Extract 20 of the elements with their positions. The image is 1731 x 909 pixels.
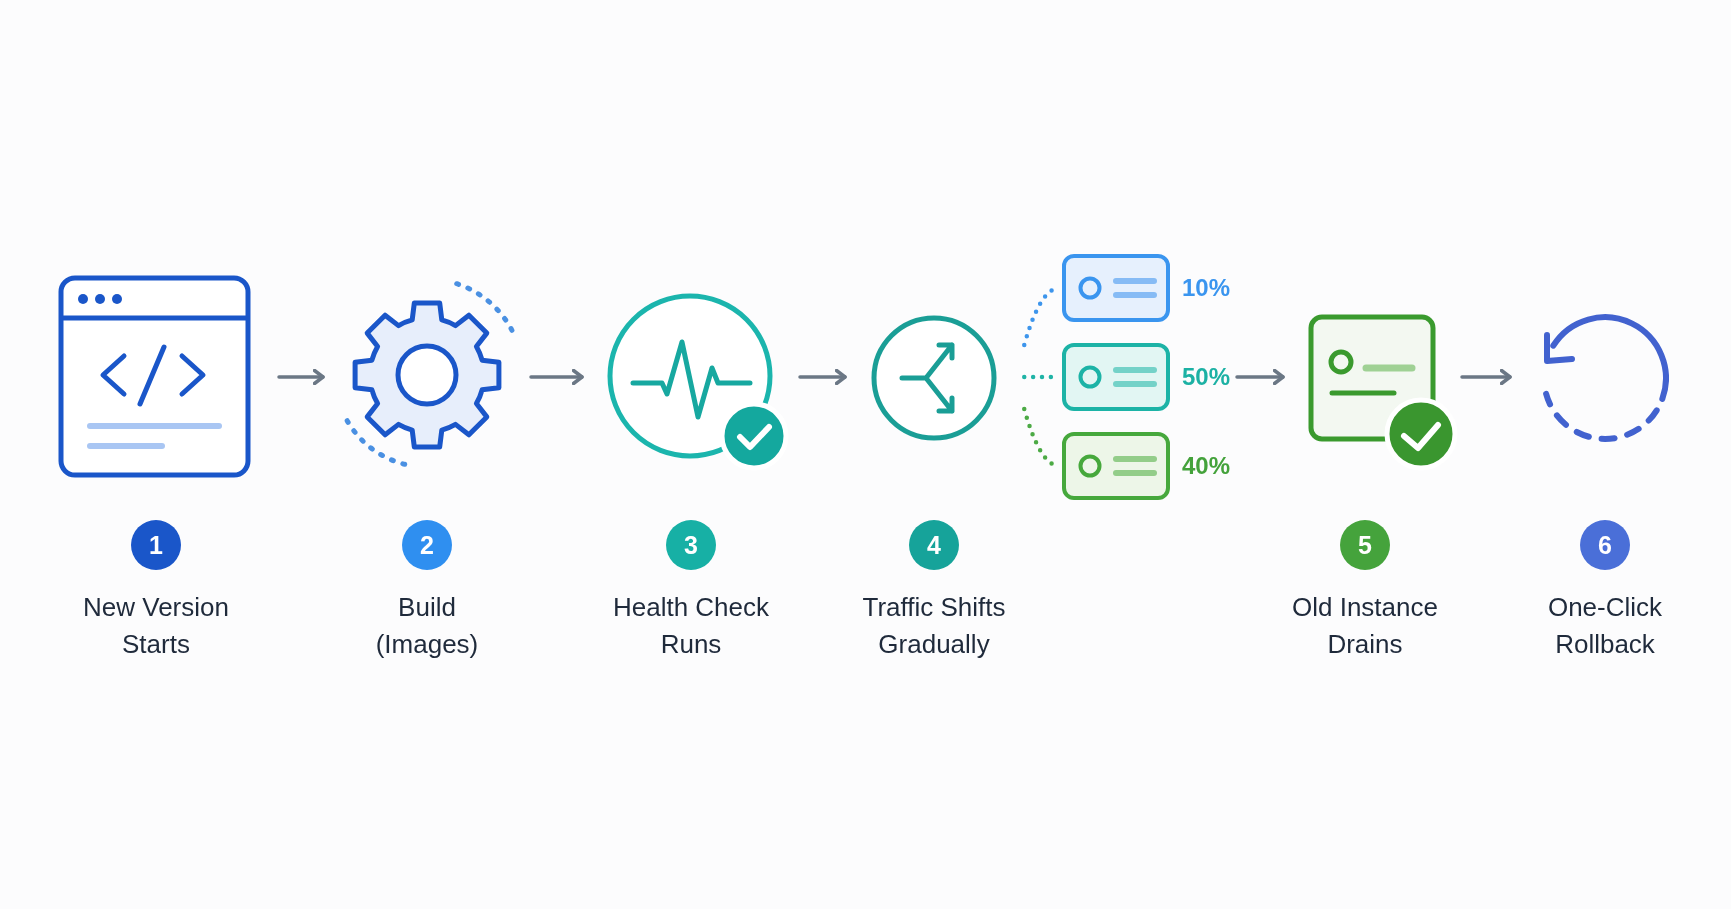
step-number: 4 [909,520,959,570]
step-number: 1 [131,520,181,570]
arrow [1460,368,1512,386]
step-label: Traffic Shifts Gradually [861,591,1007,661]
step-label: One-Click Rollback [1547,591,1663,661]
step-label: Health Check Runs [612,591,770,661]
step-number: 5 [1340,520,1390,570]
step-number: 6 [1580,520,1630,570]
arrow [798,368,847,386]
percentage-label: 50% [1182,362,1231,392]
step-label: New Version Starts [82,591,230,661]
step-number: 2 [402,520,452,570]
step-label: Old Instance Drains [1291,591,1439,661]
arrow [529,368,584,386]
percentage-label: 10% [1182,273,1231,303]
step-label: Build (Images) [375,591,479,661]
arrow [277,368,325,386]
percentage-label: 40% [1182,451,1231,481]
step-number: 3 [666,520,716,570]
arrow [1235,368,1285,386]
